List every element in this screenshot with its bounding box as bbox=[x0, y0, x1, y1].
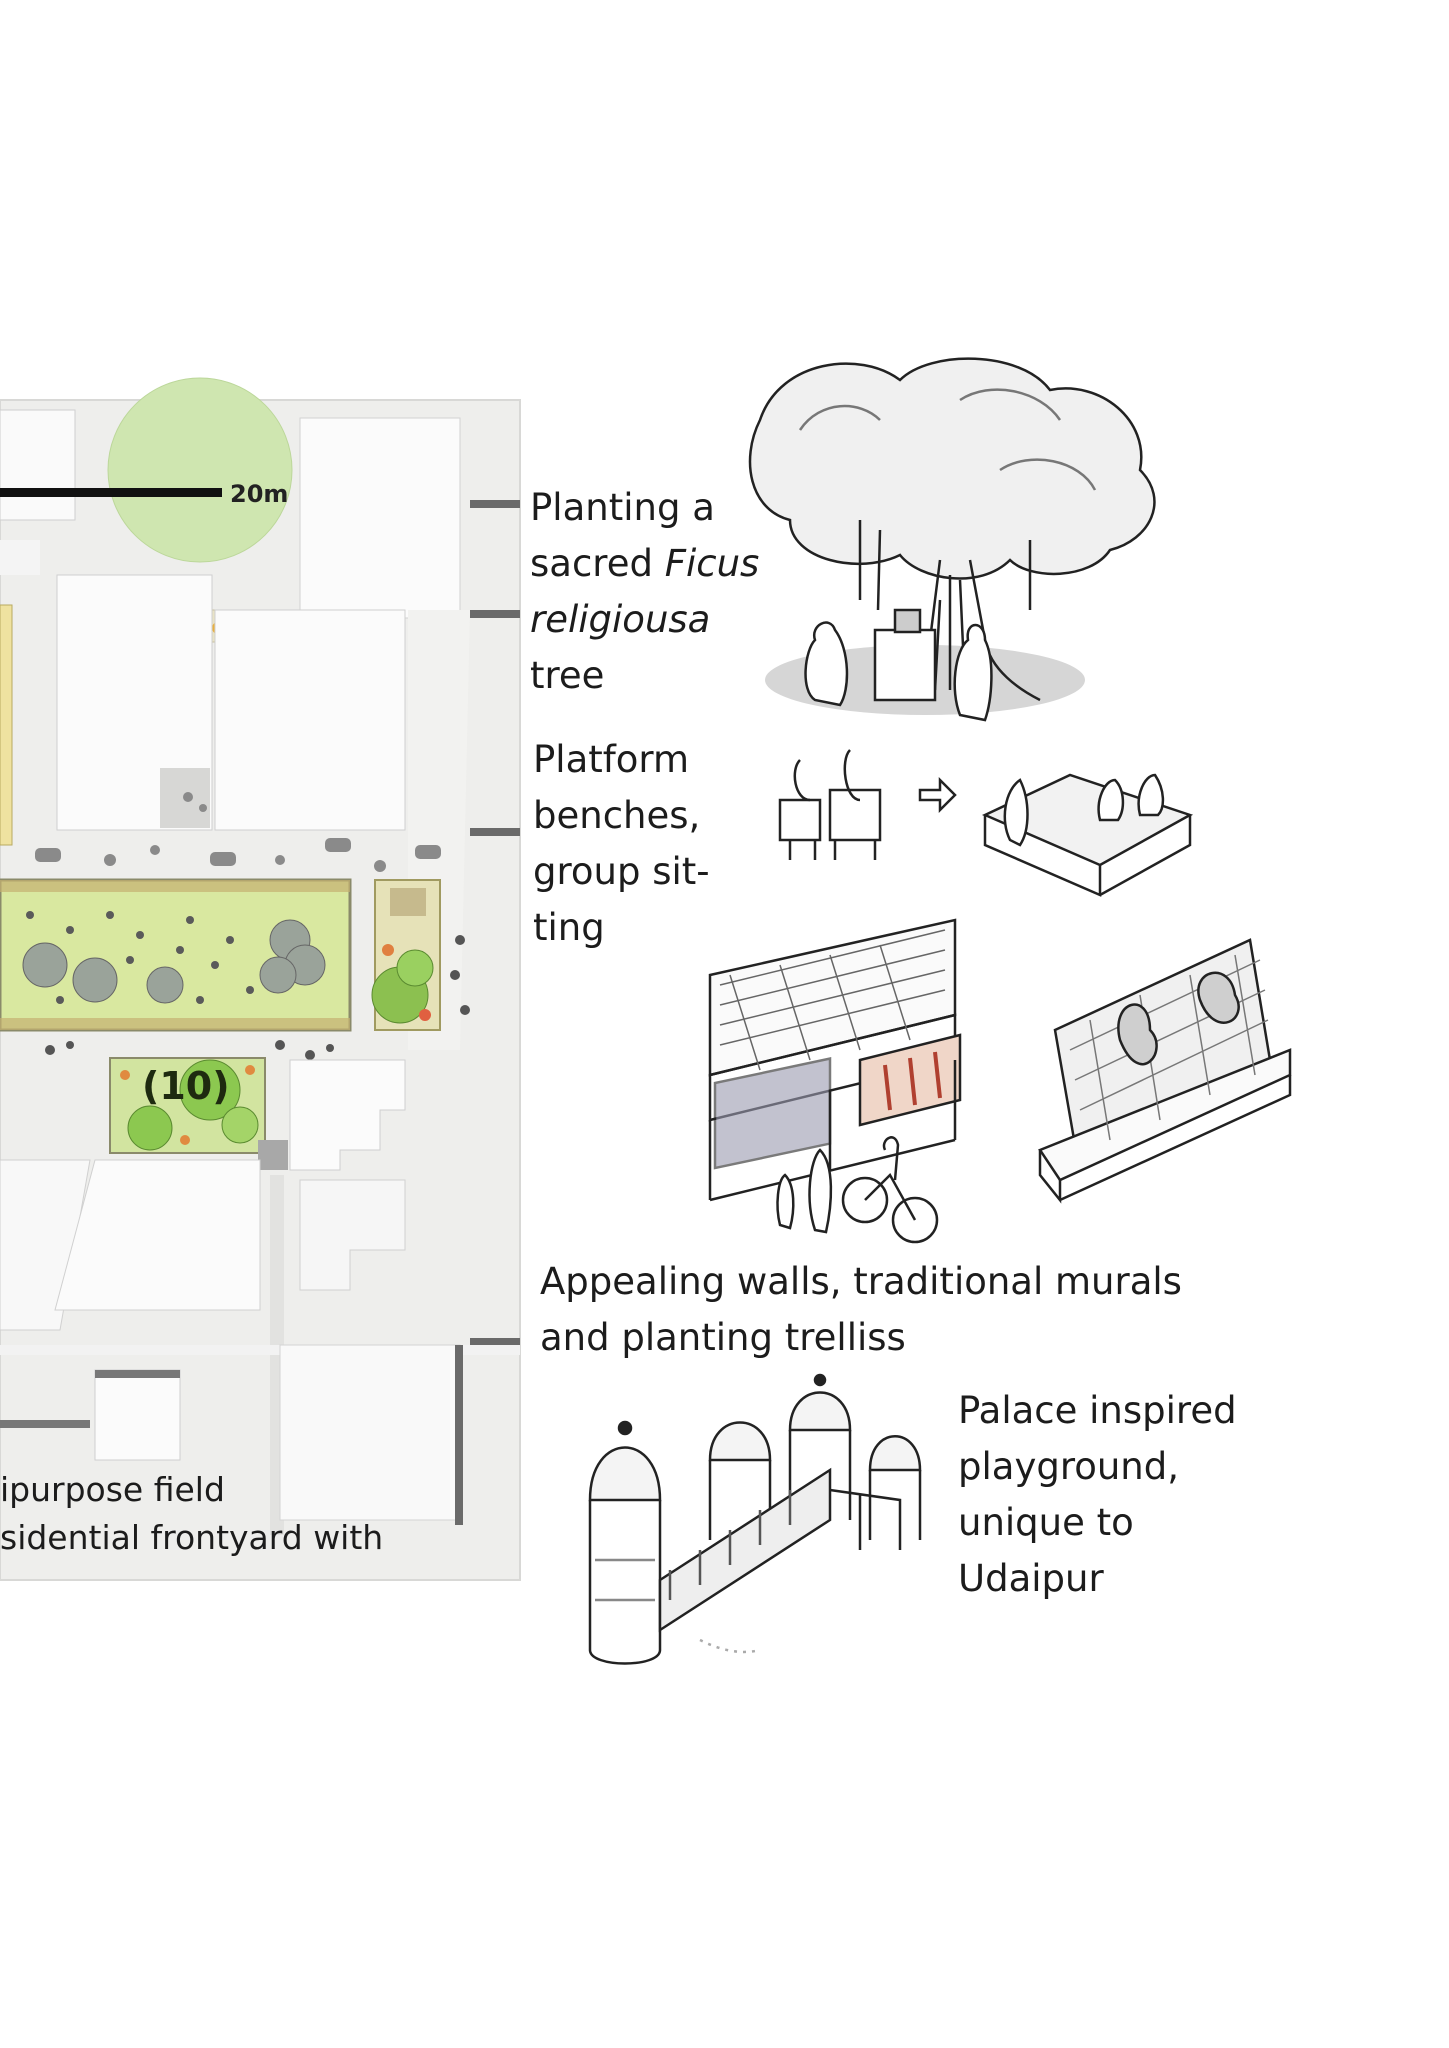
scale-bar bbox=[0, 488, 222, 497]
ficus-caption-line-1: Planting a bbox=[530, 486, 715, 529]
playground-sketch bbox=[588, 1373, 922, 1665]
cut-caption-line-1: ipurpose field bbox=[0, 1470, 225, 1509]
playground-caption-line-4: Udaipur bbox=[958, 1557, 1104, 1600]
playground-caption: Palace inspired playground, unique to Ud… bbox=[958, 1383, 1237, 1607]
ficus-caption-line-2: sacred Ficus bbox=[530, 536, 759, 592]
cut-caption-line-2: sidential frontyard with bbox=[0, 1518, 384, 1557]
ficus-caption-line-4: tree bbox=[530, 654, 605, 697]
bench-caption-line-1: Platform bbox=[533, 738, 690, 781]
site-plan bbox=[0, 377, 521, 1581]
bench-caption-line-3: group sit- bbox=[533, 850, 710, 893]
playground-caption-line-1: Palace inspired bbox=[958, 1389, 1237, 1432]
walls-caption-line-2: and planting trelliss bbox=[540, 1316, 906, 1359]
bench-caption: Platform benches, group sit- ting bbox=[533, 732, 710, 956]
scale-bar-label: 20m bbox=[230, 480, 289, 508]
playground-caption-line-2: playground, bbox=[958, 1445, 1180, 1488]
bench-caption-line-4: ting bbox=[533, 906, 605, 949]
playground-caption-line-3: unique to bbox=[958, 1501, 1134, 1544]
walls-caption-line-1: Appealing walls, traditional murals bbox=[540, 1260, 1182, 1303]
ficus-tree-sketch bbox=[748, 357, 1156, 722]
bench-sketch bbox=[778, 749, 1194, 897]
ficus-caption: Planting a sacred Ficus religiousa tree bbox=[530, 480, 759, 704]
zone-number-label: (10) bbox=[142, 1064, 230, 1108]
mural-wall-sketch bbox=[708, 918, 962, 1244]
ficus-caption-genus: Ficus bbox=[664, 542, 760, 585]
walls-caption: Appealing walls, traditional murals and … bbox=[540, 1254, 1182, 1366]
green-lawn-circle bbox=[107, 377, 293, 563]
trellis-wall-sketch bbox=[1038, 938, 1292, 1204]
ficus-caption-line-2-text: sacred bbox=[530, 542, 665, 585]
bench-caption-line-2: benches, bbox=[533, 794, 701, 837]
ficus-caption-species: religiousa bbox=[530, 598, 711, 641]
